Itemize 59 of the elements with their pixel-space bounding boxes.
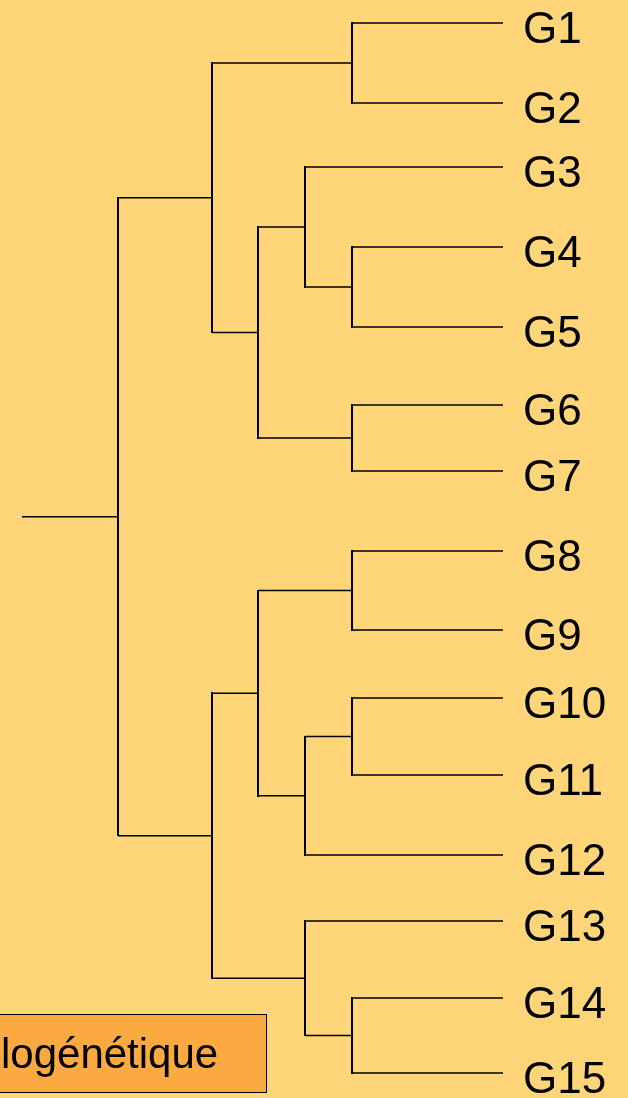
leaf-label: G8 [503,534,582,578]
tree-junction-line [257,226,259,439]
tree-branch [304,1034,353,1037]
tree-branch [351,22,504,24]
tree-branch [351,470,504,472]
tree-branch [351,629,504,631]
tree-branch [117,834,213,837]
leaf-label: G9 [503,613,582,657]
leaf-label: G4 [503,230,582,274]
tree-junction-line [351,246,353,328]
tree-junction-line [211,692,213,979]
tree-branch [257,589,353,592]
tree-junction-line [351,404,353,472]
leaf-label: G14 [503,981,607,1025]
leaf-label: G2 [503,86,582,130]
tree-branch [351,997,504,999]
tree-branch [351,697,504,699]
tree-branch [257,437,353,439]
leaf-label: G10 [503,681,607,725]
tree-junction-line [351,550,353,631]
tree-branch [304,920,504,922]
title-box: logénétique [0,1014,267,1093]
tree-branch [351,246,504,248]
leaf-label: G6 [503,388,582,432]
leaf-label: G12 [503,838,607,882]
tree-branch [351,1072,504,1074]
tree-branch [21,515,119,518]
leaf-label: G11 [503,758,603,802]
tree-junction-line [351,697,353,776]
tree-branch [351,326,504,328]
tree-branch [211,62,353,64]
leaf-label: G1 [503,6,582,50]
tree-junction-line [351,997,353,1074]
tree-branch [304,166,504,168]
leaf-label: G15 [503,1056,607,1098]
tree-branch [351,774,504,776]
tree-junction-line [351,22,353,104]
leaf-label: G13 [503,904,607,948]
tree-junction-line [304,920,306,1037]
tree-junction-line [211,62,213,334]
tree-branch [351,404,504,406]
tree-junction-line [117,197,119,837]
tree-branch [304,286,353,288]
tree-branch [351,550,504,552]
tree-branch [257,226,306,228]
tree-branch [304,735,353,738]
leaf-label: G7 [503,454,582,498]
leaf-label: G5 [503,310,582,354]
tree-junction-line [304,166,306,288]
leaf-label: G3 [503,150,582,194]
tree-junction-line [304,735,306,856]
tree-branch [117,197,213,199]
tree-branch [211,331,259,334]
tree-branch [211,977,306,979]
tree-branch [351,102,504,104]
tree-branch [257,795,306,797]
tree-branch [304,854,504,856]
tree-branch [211,692,259,694]
tree-junction-line [257,589,259,797]
